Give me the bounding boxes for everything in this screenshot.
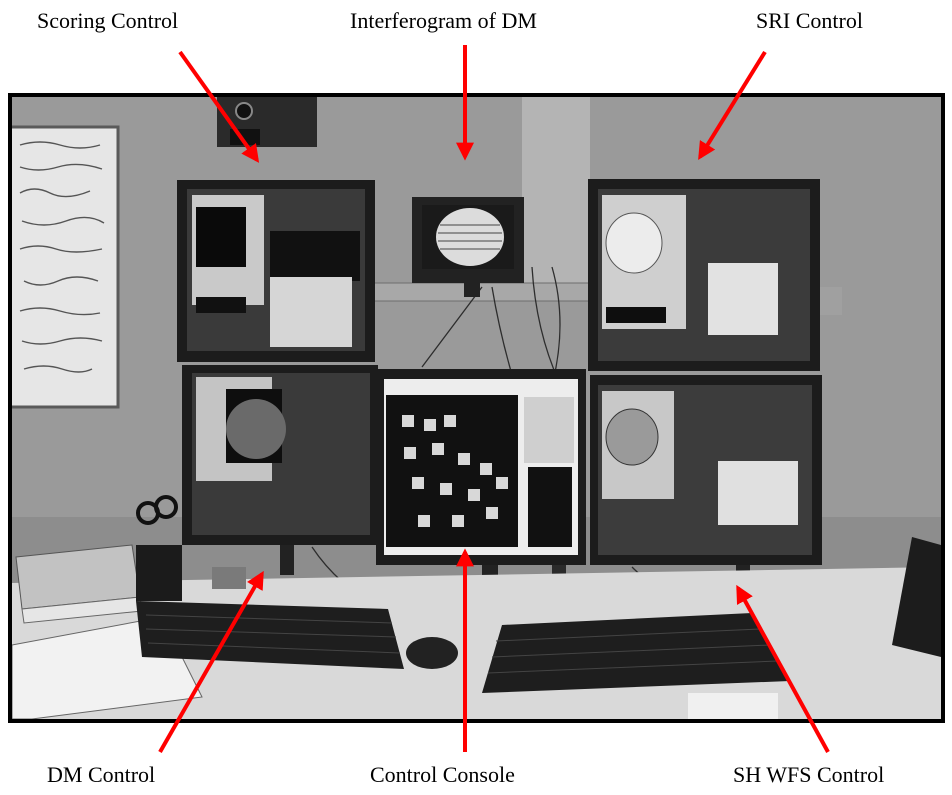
wall-device	[217, 97, 317, 147]
label-scoring-control: Scoring Control	[37, 8, 179, 33]
label-control-console: Control Console	[370, 762, 515, 787]
keyboard-right	[482, 613, 790, 693]
monitor-sri-control	[588, 179, 820, 371]
monitor-control-console	[376, 369, 586, 565]
lab-photo	[8, 93, 945, 723]
paper-slip	[688, 693, 778, 719]
mouse	[406, 637, 458, 669]
monitor-scoring-control	[177, 180, 375, 362]
monitor-dm-control	[182, 365, 378, 545]
device-right	[892, 537, 941, 657]
label-sh-wfs-control: SH WFS Control	[733, 762, 885, 787]
label-interferogram-of-dm: Interferogram of DM	[350, 8, 537, 33]
whiteboard	[12, 125, 120, 409]
monitor-sh-wfs-control	[590, 375, 822, 565]
wall-pillar	[522, 97, 590, 287]
monitor-interferogram	[412, 197, 524, 297]
lab-photo-drawing	[12, 97, 941, 719]
small-device	[212, 567, 246, 589]
label-dm-control: DM Control	[47, 762, 156, 787]
label-sri-control: SRI Control	[756, 8, 863, 33]
